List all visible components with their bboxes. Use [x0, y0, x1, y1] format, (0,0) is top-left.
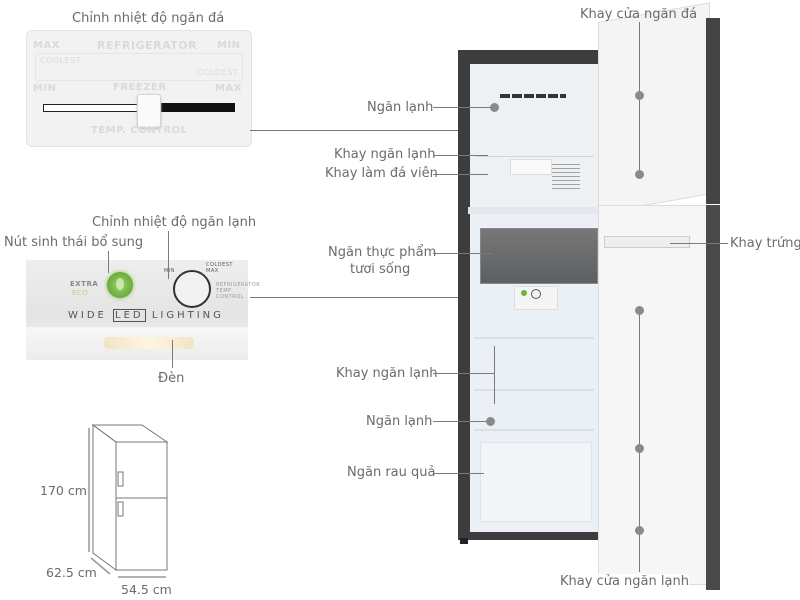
air-vent — [500, 94, 566, 98]
fridge-control-panel: EXTRA ECO MIN COLDEST MAX REFRIGERATOR T… — [26, 260, 260, 360]
temperature-dial[interactable] — [173, 270, 211, 308]
label-fresh-food: Ngăn thực phẩm — [328, 245, 437, 260]
dial-indicator — [531, 289, 541, 299]
leader-line — [433, 373, 495, 374]
dimension-width: 54.5 cm — [121, 582, 172, 597]
panel-text: COLDEST — [196, 68, 238, 77]
panel-text: TEMP. CONTROL — [91, 125, 188, 136]
panel-text: EXTRA — [70, 280, 99, 288]
indicator-box: COOLEST COLDEST — [35, 53, 243, 81]
freezer-door-edge — [706, 18, 720, 204]
label-freezer-door-tray: Khay cửa ngăn đá — [580, 7, 698, 22]
vegetable-drawer — [480, 442, 592, 522]
logo-text: LED — [113, 309, 146, 322]
eco-button[interactable] — [107, 272, 133, 298]
label-freezer-compartment: Ngăn lạnh — [367, 100, 434, 115]
leader-line — [108, 251, 109, 273]
label-ice-tray: Khay làm đá viên — [325, 166, 438, 181]
dimension-height: 170 cm — [40, 483, 87, 498]
callout-dot — [635, 444, 644, 453]
callout-dot — [635, 306, 644, 315]
label-fresh-food-2: tươi sống — [350, 262, 411, 277]
label-fridge-control: Chỉnh nhiệt độ ngăn lạnh — [92, 215, 257, 230]
fresh-food-box — [480, 228, 598, 284]
leader-line — [433, 155, 488, 156]
logo-text: WIDE — [68, 310, 107, 321]
leader-line — [168, 231, 169, 279]
light-diffuser — [26, 327, 248, 360]
label-vegetable-drawer: Ngăn rau quả — [347, 465, 436, 480]
logo-text: LIGHTING — [151, 310, 224, 321]
label-fridge-door-tray: Khay cửa ngăn lạnh — [560, 574, 689, 589]
eco-indicator — [521, 290, 527, 296]
panel-text: ECO — [72, 289, 89, 297]
label-freezer-tray: Khay ngăn lạnh — [334, 147, 436, 162]
temperature-slider-knob[interactable] — [137, 94, 161, 128]
fridge-cavity — [470, 214, 600, 532]
callout-dot — [486, 417, 495, 426]
leader-line — [250, 130, 555, 131]
leader-line — [433, 107, 493, 108]
callout-dot — [635, 91, 644, 100]
leader-line — [670, 243, 728, 244]
label-eco-button: Nút sinh thái bổ sung — [4, 235, 144, 250]
panel-text: TEMP CONTROL — [216, 288, 244, 300]
label-egg-tray: Khay trứng — [730, 236, 800, 251]
fridge-shelf-3 — [474, 429, 594, 431]
vent-grille — [552, 161, 580, 191]
fridge-shelf-1 — [474, 337, 594, 339]
leader-line — [639, 310, 640, 572]
water-drop-icon — [116, 278, 124, 290]
foot — [460, 538, 468, 544]
dimension-sketch — [88, 424, 169, 578]
divider — [468, 207, 602, 214]
egg-tray — [604, 236, 690, 248]
label-light: Đèn — [158, 371, 185, 386]
panel-text: MAX — [33, 40, 60, 51]
freezer-control-panel: MAX REFRIGERATOR MIN COOLEST COLDEST MIN… — [26, 30, 252, 147]
panel-text: COLDEST MAX — [206, 262, 233, 274]
wide-led-lighting-logo: WIDE LED LIGHTING — [68, 309, 224, 322]
fridge-door[interactable] — [598, 205, 710, 585]
panel-text: MAX — [215, 83, 242, 94]
leader-line — [250, 297, 535, 298]
callout-dot — [635, 170, 644, 179]
freezer-door[interactable] — [598, 2, 710, 215]
panel-text: COOLEST — [40, 56, 82, 65]
label-fridge-tray: Khay ngăn lạnh — [336, 366, 438, 381]
label-freezer-control: Chỉnh nhiệt độ ngăn đá — [72, 11, 225, 26]
slider-track-right — [155, 103, 235, 112]
panel-text: MIN — [33, 83, 57, 94]
fridge-door-edge — [706, 205, 720, 590]
panel-text: MIN — [217, 40, 241, 51]
panel-text: REFRIGERATOR — [97, 39, 198, 52]
dimension-depth: 62.5 cm — [46, 565, 97, 580]
label-fridge-compartment: Ngăn lạnh — [366, 414, 433, 429]
panel-text: REFRIGERATOR — [216, 282, 261, 288]
control-panel-inner — [514, 286, 558, 310]
freezer-cavity — [470, 64, 600, 208]
callout-dot — [490, 103, 499, 112]
leader-line — [433, 421, 487, 422]
leader-line — [494, 346, 495, 404]
callout-dot — [635, 526, 644, 535]
leader-line — [433, 174, 488, 175]
panel-text: FREEZER — [113, 82, 167, 93]
leader-line — [434, 473, 484, 474]
leader-line — [172, 340, 173, 368]
leader-line — [433, 253, 493, 254]
ice-tray — [510, 159, 552, 175]
slider-track-left — [43, 104, 143, 112]
freezer-shelf — [476, 156, 594, 157]
led-lamp — [104, 337, 194, 349]
fridge-shelf-2 — [474, 389, 594, 391]
panel-text: MIN — [164, 268, 176, 274]
